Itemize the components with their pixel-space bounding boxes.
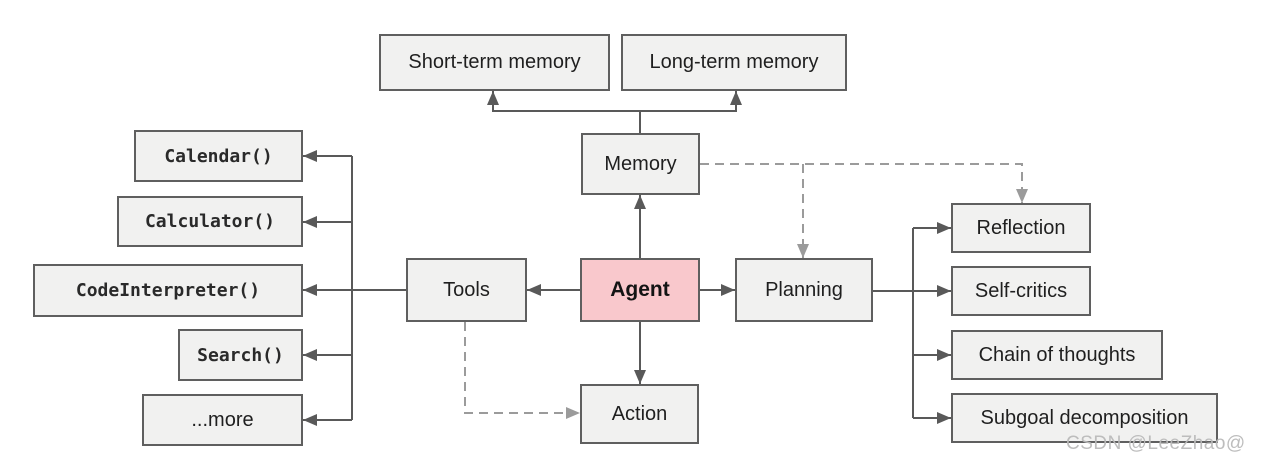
node-tools-label: Tools [443,278,490,301]
node-code-interpreter-label: CodeInterpreter() [75,280,261,301]
node-tools: Tools [406,258,527,322]
node-memory: Memory [581,133,700,195]
edge-memory-to-short-term [487,91,641,133]
node-action-label: Action [611,402,668,425]
node-more-tools-label: ...more [191,408,254,431]
node-chain-of-thoughts-label: Chain of thoughts [978,343,1136,366]
node-chain-of-thoughts: Chain of thoughts [951,330,1163,380]
node-action: Action [580,384,699,444]
node-calculator-label: Calculator() [144,211,276,232]
node-long-term-memory: Long-term memory [621,34,847,91]
node-self-critics-label: Self-critics [974,279,1068,302]
node-subgoal-decomposition-label: Subgoal decomposition [980,406,1189,429]
node-code-interpreter: CodeInterpreter() [33,264,303,317]
node-calculator: Calculator() [117,196,303,247]
node-search-label: Search() [197,344,284,366]
edge-memory-to-long-term [640,91,742,112]
node-search: Search() [178,329,303,381]
node-long-term-memory-label: Long-term memory [649,51,819,73]
node-short-term-memory: Short-term memory [379,34,610,91]
edge-tools-to-action-dashed [464,322,580,419]
node-planning-label: Planning [765,278,843,301]
node-agent: Agent [580,258,700,322]
node-planning: Planning [735,258,873,322]
edge-memory-to-reflection-dashed [700,163,1028,203]
node-self-critics: Self-critics [951,266,1091,316]
node-reflection-label: Reflection [976,216,1066,239]
node-subgoal-decomposition: Subgoal decomposition [951,393,1218,443]
node-agent-label: Agent [610,278,670,301]
node-calendar: Calendar() [134,130,303,182]
node-calendar-label: Calendar() [164,145,273,167]
node-reflection: Reflection [951,203,1091,253]
node-more-tools: ...more [142,394,303,446]
node-memory-label: Memory [604,152,677,175]
node-short-term-memory-label: Short-term memory [408,51,581,73]
csdn-watermark: CSDN @LeeZhao@ [1066,433,1246,454]
